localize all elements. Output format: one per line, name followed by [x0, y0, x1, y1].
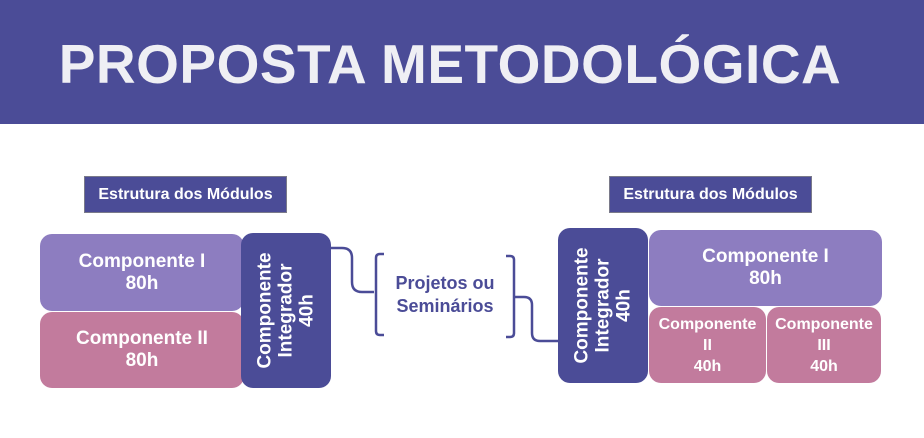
component-name: Componente II	[76, 328, 208, 349]
component-name: Componente I	[702, 246, 829, 267]
component-hours: 80h	[125, 272, 159, 294]
left-connector	[331, 246, 374, 294]
right-connector	[514, 295, 558, 343]
right-bracket	[506, 254, 516, 339]
component-hours: 40h	[810, 357, 838, 375]
component-name: Componente	[658, 315, 757, 333]
left-structure-label: Estrutura dos Módulos	[84, 176, 287, 213]
page-title: PROPOSTA METODOLÓGICA	[58, 33, 842, 95]
integrator-hours: 40h	[613, 289, 635, 322]
header-banner: PROPOSTA METODOLÓGICA	[0, 0, 924, 124]
integrator-line2: Integrador	[275, 263, 297, 358]
projects-line2: Seminários	[396, 296, 494, 316]
component-numeral: II	[703, 336, 712, 354]
component-name: Componente I	[78, 250, 206, 272]
projects-line1: Projetos ou	[395, 273, 495, 293]
component-name: Componente	[775, 315, 873, 333]
component-hours: 80h	[749, 268, 782, 289]
left-bracket	[374, 252, 384, 337]
projects-seminars: Projetos ou Seminários	[385, 272, 505, 318]
integrator-line1: Componente	[571, 247, 593, 364]
integrator-line2: Integrador	[592, 258, 614, 353]
component-hours: 80h	[125, 350, 159, 371]
component-numeral: III	[817, 336, 831, 354]
component-hours: 40h	[693, 357, 722, 375]
integrator-hours: 40h	[296, 294, 318, 327]
integrator-line1: Componente	[254, 252, 276, 369]
right-structure-label: Estrutura dos Módulos	[609, 176, 812, 213]
